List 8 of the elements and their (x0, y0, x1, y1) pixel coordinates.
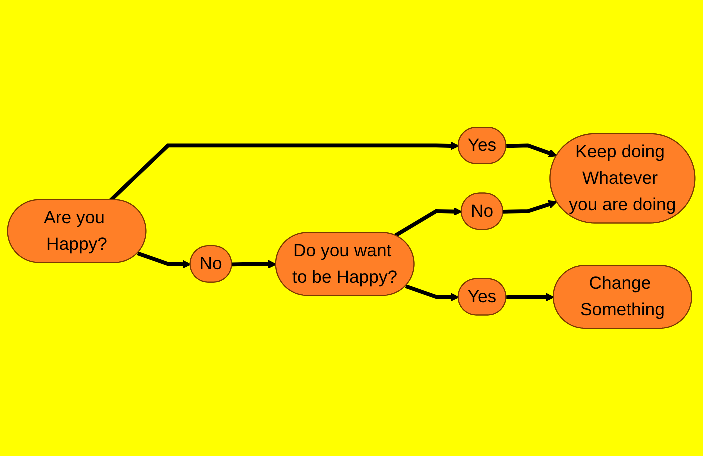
arrow (503, 200, 558, 214)
arrow (232, 260, 277, 269)
arrow (405, 284, 460, 302)
arrow (394, 207, 462, 238)
arrow (506, 293, 554, 302)
arrow (137, 252, 192, 269)
arrow (110, 142, 460, 202)
arrow (506, 144, 558, 158)
